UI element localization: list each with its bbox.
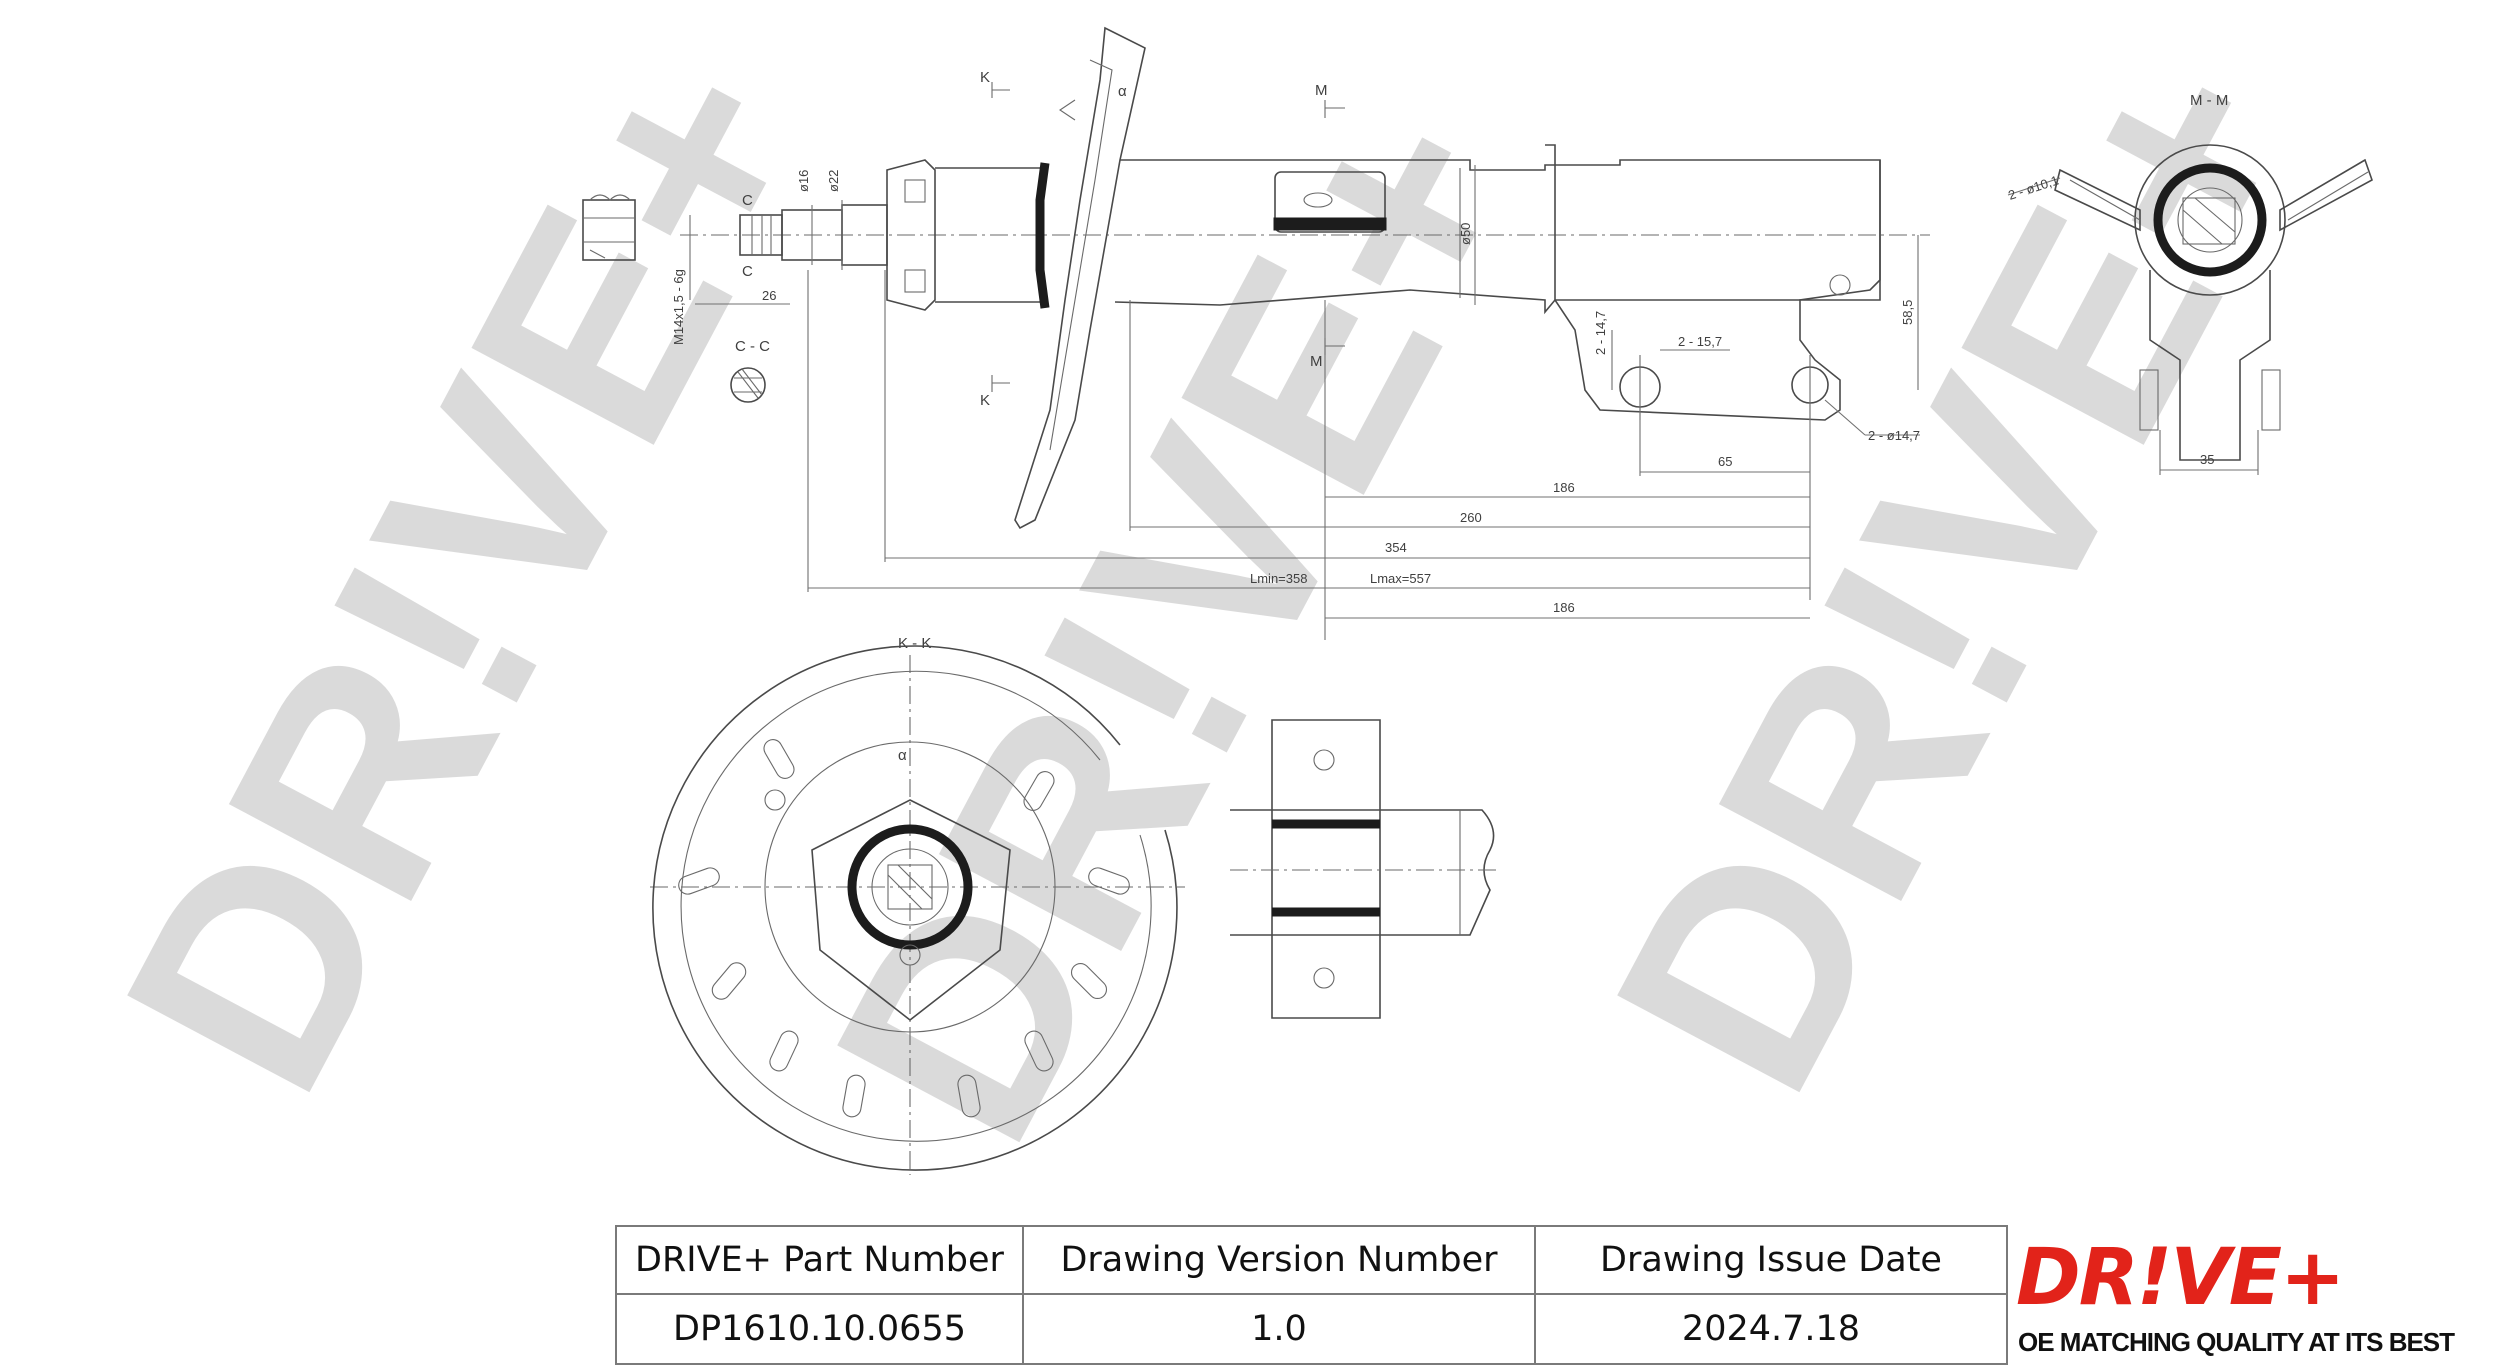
k-label-bottom: K xyxy=(980,392,990,409)
dim-58-5: 58,5 xyxy=(1900,300,1915,325)
clamp-detail xyxy=(1230,719,1500,1019)
section-cc-label: C - C xyxy=(735,338,770,355)
issue-date-value: 2024.7.18 xyxy=(1534,1293,2008,1365)
dim-dia22: ø22 xyxy=(826,170,841,192)
m-label-top: M xyxy=(1315,82,1328,99)
brand-logo: DR!VE+ OE MATCHING QUALITY AT ITS BEST xyxy=(2000,1227,2500,1361)
dim-35: 35 xyxy=(2200,452,2214,467)
dim-thread: M14x1,5 - 6g xyxy=(671,269,686,345)
issue-date-label: Drawing Issue Date xyxy=(1534,1225,2008,1295)
c-label-bottom: C xyxy=(742,263,753,280)
m-label-bottom: M xyxy=(1310,353,1323,370)
alpha-label-top: α xyxy=(1118,83,1127,100)
dim-lmin: Lmin=358 xyxy=(1250,571,1307,586)
section-m-m: M - M 2 - ø10,1 35 xyxy=(2006,92,2373,475)
dim-lmax: Lmax=557 xyxy=(1370,571,1431,586)
dim-2-15-7: 2 - 15,7 xyxy=(1678,334,1722,349)
c-label-top: C xyxy=(742,192,753,209)
section-kk-label: K - K xyxy=(898,635,931,652)
section-c-c: C - C xyxy=(730,338,770,403)
k-label-top: K xyxy=(980,69,990,86)
dim-65: 65 xyxy=(1718,454,1732,469)
watermark-left: DR!VE+ xyxy=(60,3,877,1140)
dim-354: 354 xyxy=(1385,540,1407,555)
dim-2-14-7: 2 - 14,7 xyxy=(1593,311,1608,355)
dim-2-dia14-7: 2 - ø14,7 xyxy=(1868,428,1920,443)
side-view-dimensions: ø16 ø22 ø50 M14x1,5 - 6g 26 2 - 14,7 2 -… xyxy=(671,165,1920,640)
section-k-k: K - K α xyxy=(650,635,1185,1175)
watermarks: DR!VE+ DR!VE+ DR!VE+ xyxy=(60,3,2367,1190)
logo-tagline: OE MATCHING QUALITY AT ITS BEST xyxy=(2018,1327,2455,1357)
nut-view xyxy=(582,194,636,261)
logo-wordmark: DR!VE+ xyxy=(2016,1233,2345,1323)
watermark-right: DR!VE+ xyxy=(1550,3,2367,1140)
side-view: α K K M M C C xyxy=(680,26,1930,530)
section-mm-label: M - M xyxy=(2190,92,2228,109)
part-number-value: DP1610.10.0655 xyxy=(615,1293,1024,1365)
dim-186-b: 186 xyxy=(1553,600,1575,615)
dim-186-a: 186 xyxy=(1553,480,1575,495)
dim-dia16: ø16 xyxy=(796,170,811,192)
part-number-label: DRIVE+ Part Number xyxy=(615,1225,1024,1295)
title-block: DRIVE+ Part Number Drawing Version Numbe… xyxy=(615,1225,2008,1365)
dim-26: 26 xyxy=(762,288,776,303)
version-value: 1.0 xyxy=(1022,1293,1536,1365)
alpha-label-kk: α xyxy=(898,747,907,764)
version-label: Drawing Version Number xyxy=(1022,1225,1536,1295)
dim-dia50: ø50 xyxy=(1458,223,1473,245)
dim-260: 260 xyxy=(1460,510,1482,525)
